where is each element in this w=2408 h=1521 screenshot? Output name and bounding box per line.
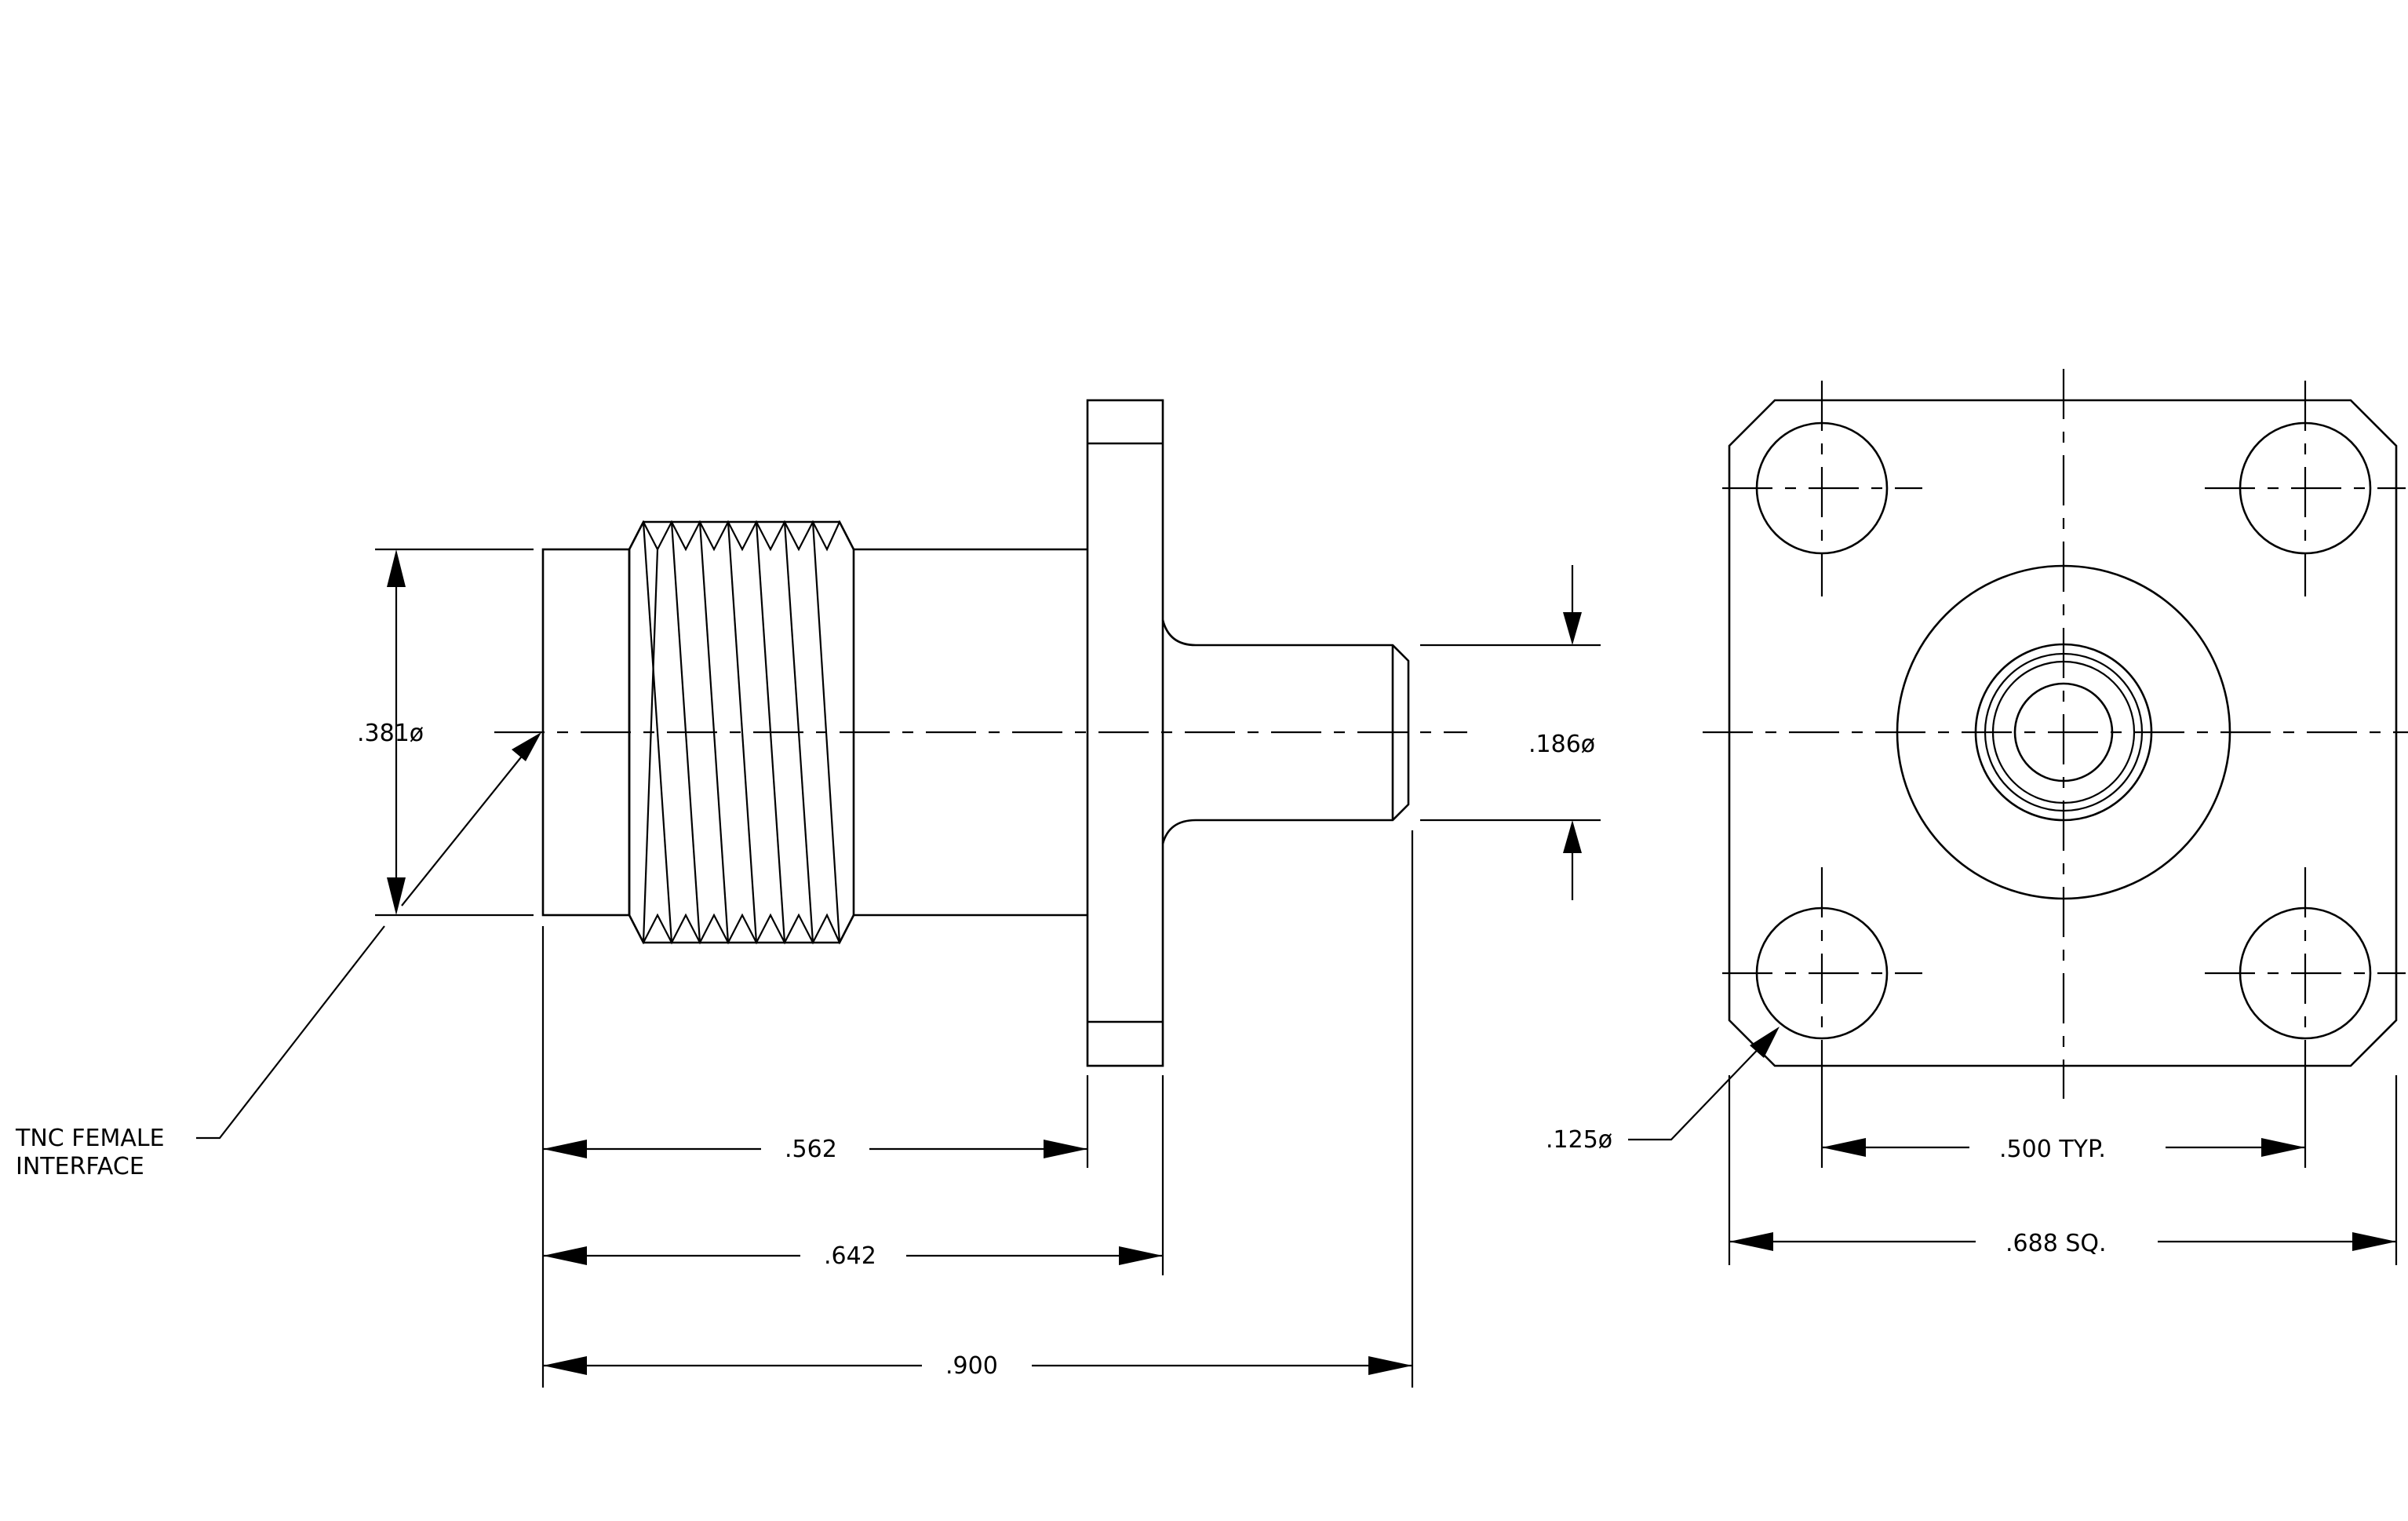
side-view: .381ø TNC FEMALE INTERFACE .186ø [15,399,1601,1388]
front-view: .125ø .500 TYP. .688 SQ. [1546,369,2408,1265]
body-diameter-dimension [375,548,534,917]
front-center-body [1896,564,2231,900]
interface-callout-line1: TNC FEMALE [15,1125,165,1152]
body-diameter-label: .381ø [357,720,424,747]
mounting-hole-top-left [1722,381,1922,596]
overall-length-label: .900 [945,1352,998,1380]
mounting-hole-top-right [2205,381,2406,596]
hole-spacing-dimension [1822,1138,2305,1157]
hole-diameter-leader [1628,1027,1780,1141]
pin-diameter-dimension [1420,565,1601,900]
length-to-flange-label: .562 [785,1136,837,1163]
overall-length-dimension [543,1356,1412,1375]
interface-leader [196,732,541,1140]
hole-diameter-label: .125ø [1546,1126,1612,1154]
pin-diameter-label: .186ø [1528,731,1595,758]
length-to-flange-back-dimension [543,1246,1163,1265]
interface-callout-line2: INTERFACE [16,1153,144,1180]
mounting-hole-bottom-right [2205,867,2406,1081]
square-flange-outline [1728,399,2398,1067]
flange-size-dimension [1729,1232,2396,1251]
length-to-flange-back-label: .642 [824,1242,876,1270]
length-to-flange-dimension [543,1140,1087,1158]
mounting-hole-bottom-left [1722,867,1922,1081]
hole-spacing-label: .500 TYP. [1999,1136,2106,1163]
flange-size-label: .688 SQ. [2005,1230,2107,1257]
